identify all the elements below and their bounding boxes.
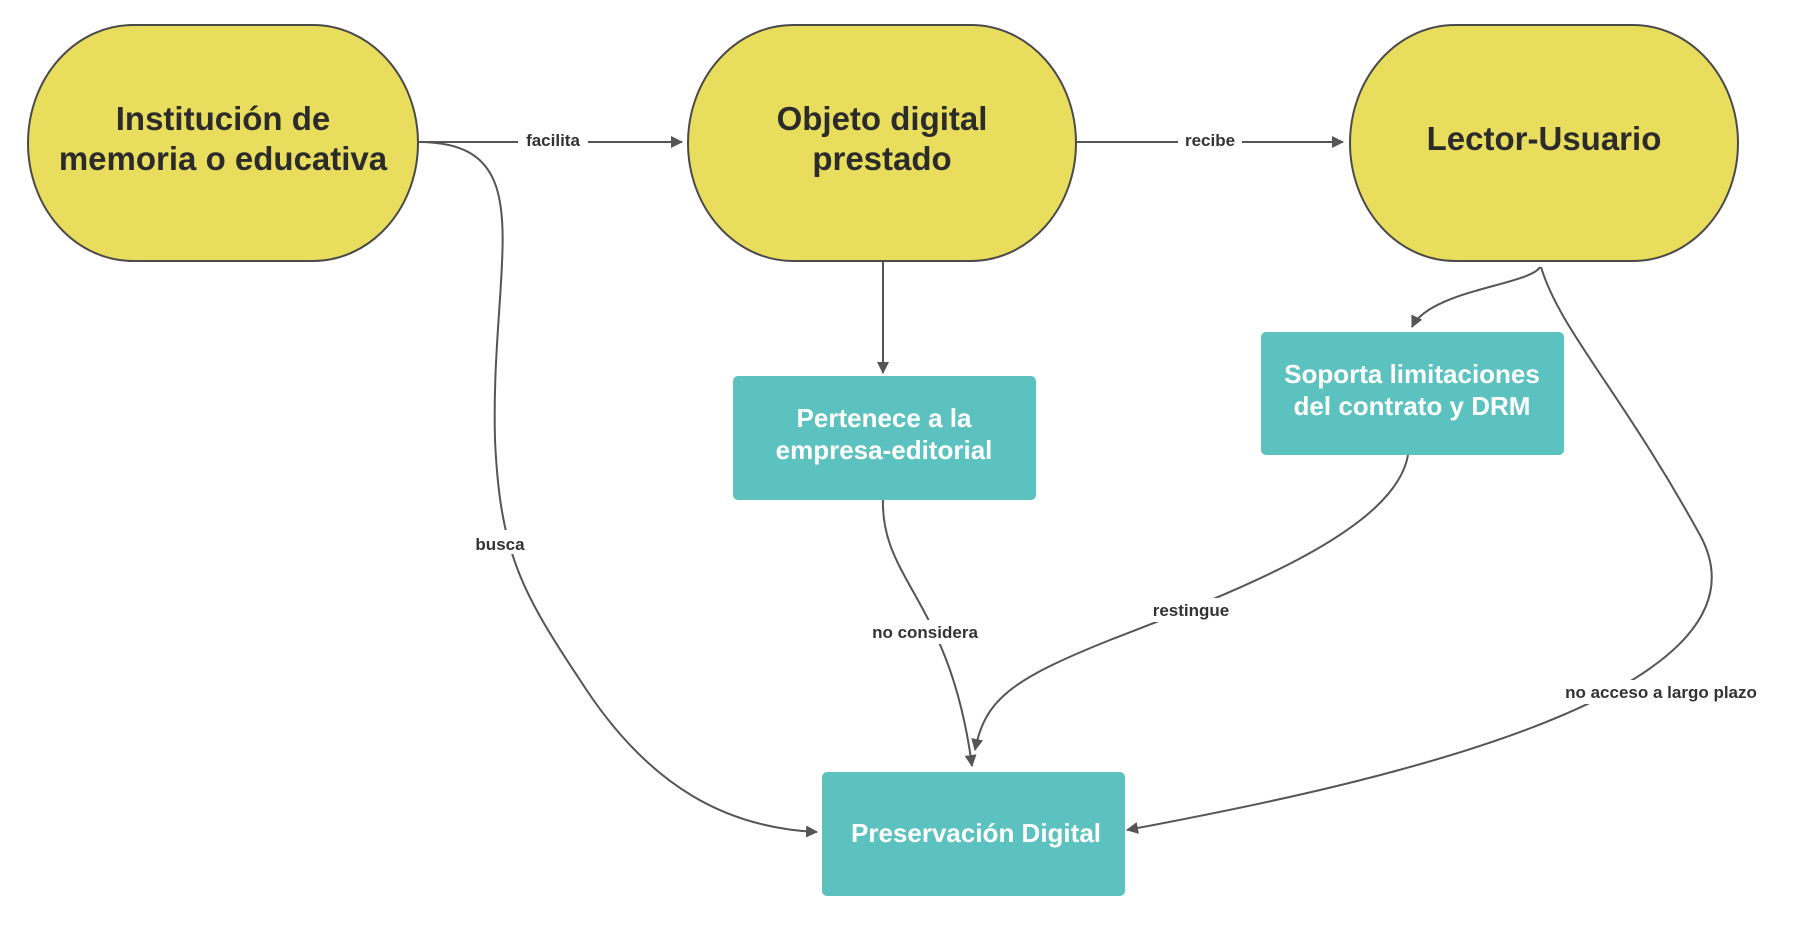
edge-label-facilita: facilita	[526, 131, 580, 150]
node-preservacion: Preservación Digital	[822, 772, 1125, 896]
edge-label-busca: busca	[475, 535, 525, 554]
node-institucion-line2: memoria o educativa	[59, 140, 388, 177]
node-institucion: Institución de memoria o educativa	[27, 24, 419, 262]
edge-label-recibe: recibe	[1185, 131, 1235, 150]
node-objeto-line2: prestado	[812, 140, 951, 177]
node-soporta-line2: del contrato y DRM	[1294, 391, 1531, 421]
node-pertenece-line1: Pertenece a la	[797, 403, 972, 433]
node-lector-line1: Lector-Usuario	[1427, 120, 1662, 157]
node-preservacion-shape	[822, 772, 1125, 896]
edge-no-considera	[881, 497, 977, 767]
node-institucion-line1: Institución de	[116, 100, 331, 137]
node-institucion-shape	[27, 24, 419, 262]
edge-label-no-considera: no considera	[872, 623, 978, 642]
node-pertenece: Pertenece a la empresa-editorial	[733, 376, 1036, 500]
edge-restingue	[971, 454, 1409, 751]
node-objeto-shape	[687, 24, 1077, 262]
edge-labels: facilita recibe busca no considera resti…	[468, 128, 1774, 704]
node-pertenece-shape	[733, 376, 1036, 500]
node-soporta: Soporta limitaciones del contrato y DRM	[1261, 332, 1564, 455]
edge-lector-soporta	[1411, 266, 1541, 328]
node-pertenece-line2: empresa-editorial	[776, 435, 993, 465]
node-lector: Lector-Usuario	[1349, 24, 1739, 262]
edge-no-acceso	[1126, 266, 1713, 834]
node-objeto: Objeto digital prestado	[687, 24, 1077, 262]
node-lector-shape	[1349, 24, 1739, 262]
edge-label-restingue: restingue	[1153, 601, 1230, 620]
node-soporta-line1: Soporta limitaciones	[1284, 359, 1540, 389]
edge-label-no-acceso: no acceso a largo plazo	[1565, 683, 1757, 702]
node-objeto-line1: Objeto digital	[777, 100, 988, 137]
node-soporta-shape	[1261, 332, 1564, 455]
node-preservacion-line1: Preservación Digital	[851, 818, 1101, 848]
